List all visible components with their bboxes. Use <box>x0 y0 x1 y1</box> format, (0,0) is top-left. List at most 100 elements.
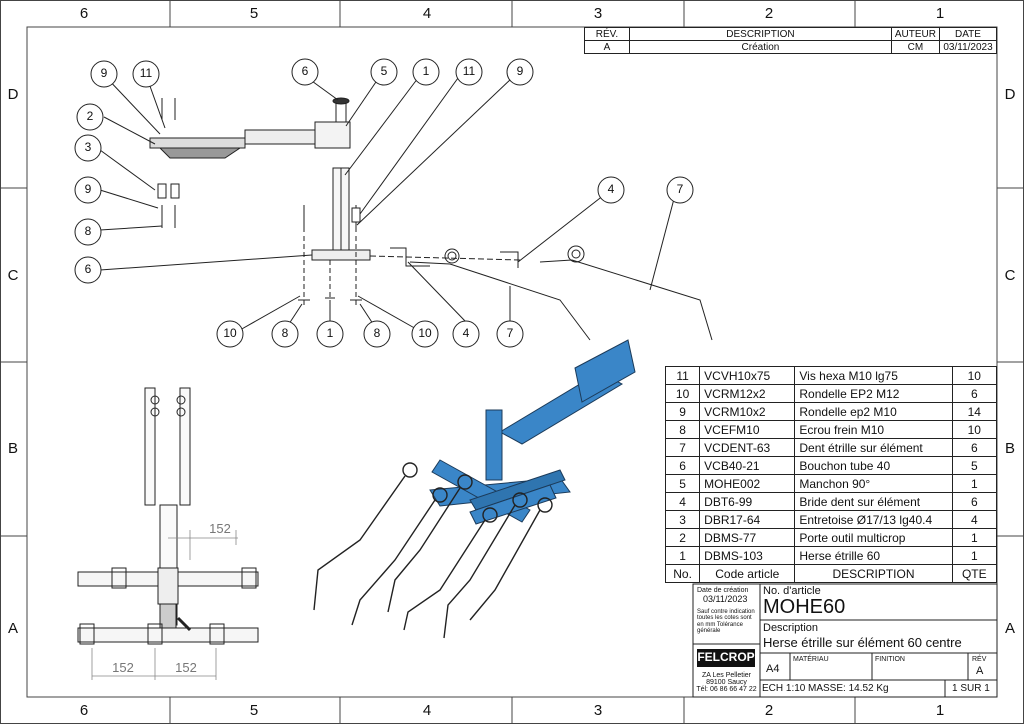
bom-cell: DBMS-103 <box>699 546 796 565</box>
bom-cell: 10 <box>951 366 998 385</box>
zone-col-2-bottom: 2 <box>764 702 774 719</box>
balloon-7b: 7 <box>506 326 514 340</box>
bom-cell: 10 <box>664 384 701 403</box>
balloon-11b: 11 <box>462 64 476 78</box>
bom-cell: VCRM12x2 <box>699 384 796 403</box>
zone-col-3-bottom: 3 <box>593 702 603 719</box>
balloon-1b: 1 <box>326 326 334 340</box>
creation-label: Date de création <box>697 587 749 594</box>
balloon-11: 11 <box>139 66 153 80</box>
zone-row-d-right: D <box>1004 86 1016 103</box>
bom-header-cell: DESCRIPTION <box>794 564 953 583</box>
mass: MASSE: 14.52 Kg <box>808 683 889 694</box>
address-line1: ZA Les Pelletier <box>701 672 752 679</box>
zone-col-6: 6 <box>79 5 89 22</box>
balloon-8: 8 <box>84 224 92 238</box>
bom-cell: Porte outil multicrop <box>794 528 953 547</box>
rev-author: CM <box>890 40 941 54</box>
finish-label: FINITION <box>875 656 905 663</box>
article-number: MOHE60 <box>763 596 846 618</box>
balloon-3: 3 <box>84 140 92 154</box>
felcrop-logo: FELCROP <box>697 650 755 664</box>
tolerance-note: Sauf contre indication toutes les cotes … <box>697 609 755 634</box>
bom-header-cell: Code article <box>699 564 796 583</box>
zone-row-c-right: C <box>1004 267 1016 284</box>
rev-label: RÉV <box>972 656 987 663</box>
zone-col-1-bottom: 1 <box>935 702 945 719</box>
bom-cell: 10 <box>951 420 998 439</box>
rev-description: Création <box>629 40 892 54</box>
zone-row-c: C <box>7 267 19 284</box>
zone-row-b: B <box>7 440 18 457</box>
paper-format: A4 <box>766 663 780 675</box>
zone-col-2: 2 <box>764 5 774 22</box>
balloon-6b: 6 <box>301 64 309 78</box>
balloon-10: 10 <box>223 326 237 340</box>
rev-value: A <box>584 40 630 54</box>
balloon-5: 5 <box>380 64 388 78</box>
balloon-9b: 9 <box>84 182 92 196</box>
dimension-152-top: 152 <box>209 521 231 536</box>
bom-cell: 6 <box>951 438 998 457</box>
description-label: Description <box>763 622 819 634</box>
balloon-2: 2 <box>86 109 94 123</box>
bom-header-cell: No. <box>664 564 701 583</box>
bom-cell: Dent étrille sur élément <box>794 438 953 457</box>
rev-date: 03/11/2023 <box>939 40 997 54</box>
description-value: Herse étrille sur élément 60 centre <box>763 635 962 650</box>
bom-cell: VCDENT-63 <box>699 438 796 457</box>
bom-cell: 2 <box>664 528 701 547</box>
zone-col-1: 1 <box>935 5 945 22</box>
zone-col-5-bottom: 5 <box>249 702 259 719</box>
zone-col-6-bottom: 6 <box>79 702 89 719</box>
creation-date: 03/11/2023 <box>703 594 748 604</box>
balloon-4: 4 <box>607 182 615 196</box>
phone: Tél: 06 86 66 47 22 <box>696 686 757 693</box>
bom-cell: Bride dent sur élément <box>794 492 953 511</box>
scale: ECH 1:10 <box>762 683 806 694</box>
bom-cell: DBR17-64 <box>699 510 796 529</box>
balloon-8b: 8 <box>281 326 289 340</box>
bom-cell: 6 <box>951 384 998 403</box>
article-label: No. d'article <box>763 585 821 597</box>
balloon-4b: 4 <box>462 326 470 340</box>
dimension-152-left: 152 <box>112 660 134 675</box>
zone-col-3: 3 <box>593 5 603 22</box>
zone-row-a-right: A <box>1004 620 1015 637</box>
zone-col-4-bottom: 4 <box>422 702 432 719</box>
balloon-1: 1 <box>422 64 430 78</box>
logo-bg <box>697 649 755 667</box>
sheet-number: 1 SUR 1 <box>952 683 990 694</box>
zone-col-4: 4 <box>422 5 432 22</box>
balloon-9: 9 <box>100 66 108 80</box>
zone-row-d: D <box>7 86 19 103</box>
balloon-10b: 10 <box>418 326 432 340</box>
dimension-152-right: 152 <box>175 660 197 675</box>
zone-row-a: A <box>7 620 18 637</box>
revision-table: RÉV. DESCRIPTION AUTEUR DATE A Création … <box>584 27 997 54</box>
balloon-6: 6 <box>84 262 92 276</box>
balloon-7: 7 <box>676 182 684 196</box>
rev-value-title: A <box>976 665 984 677</box>
zone-col-5: 5 <box>249 5 259 22</box>
bom-header-cell: QTE <box>951 564 998 583</box>
bom-cell: Ecrou frein M10 <box>794 420 953 439</box>
material-label: MATÉRIAU <box>793 656 829 663</box>
address-line2: 89100 Saucy <box>706 679 747 686</box>
balloon-9c: 9 <box>516 64 524 78</box>
